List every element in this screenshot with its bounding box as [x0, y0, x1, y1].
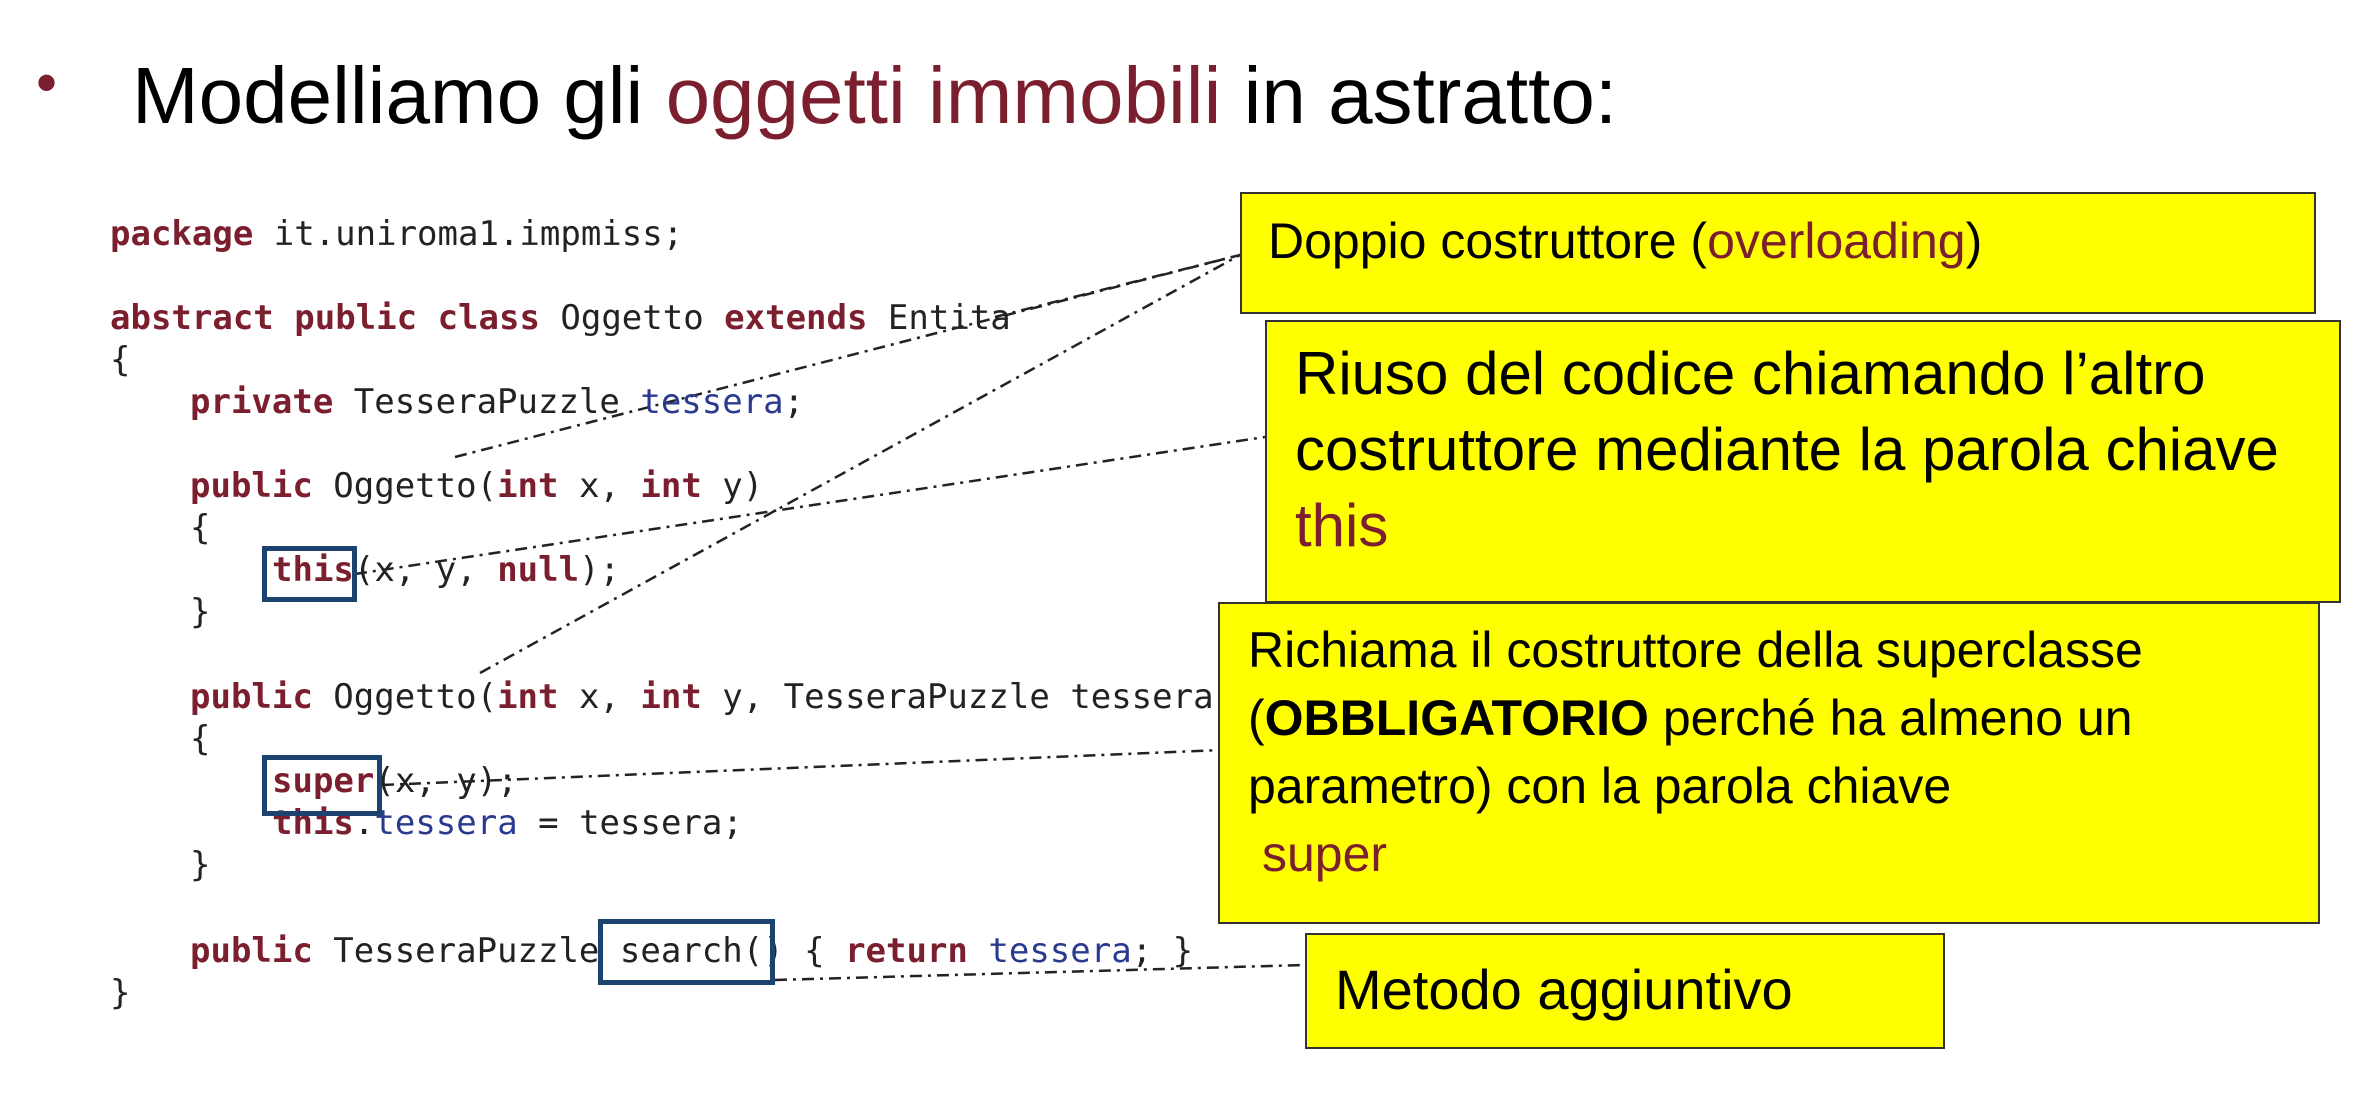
keyword-public: public [190, 931, 313, 971]
note-super-keyword: super [1262, 826, 1388, 882]
note-super-text: Richiama il costruttore della superclass… [1248, 616, 2290, 820]
ctor-name: Oggetto( [312, 677, 498, 717]
method-name: search() [619, 931, 784, 971]
note-text: perché ha almeno un parametro) con la pa… [1248, 690, 2133, 814]
parent-class: Entita [867, 298, 1011, 338]
code-line-search: public TesseraPuzzle search() { return t… [190, 930, 1193, 972]
field-name: tessera [988, 931, 1132, 971]
code-line-package: package it.uniroma1.impmiss; [110, 213, 683, 255]
ctor-name: Oggetto( [312, 466, 498, 506]
highlight-search [598, 919, 775, 985]
field-name: tessera [374, 803, 518, 843]
line-super-to-note [381, 748, 1221, 787]
this-args: (x, y, [353, 550, 498, 590]
note-overloading: Doppio costruttore (overloading) [1240, 192, 2316, 314]
code-line-field: private TesseraPuzzle tessera; [190, 381, 804, 423]
line-search-to-note [774, 963, 1306, 982]
note-method: Metodo aggiuntivo [1305, 933, 1945, 1049]
param-rest: y, TesseraPuzzle tessera) [701, 677, 1235, 717]
semicolon: ; [783, 382, 805, 422]
param-x: x, [558, 466, 641, 506]
code-line-this-call: this(x, y, null); [272, 549, 620, 591]
class-name: Oggetto [539, 298, 725, 338]
keyword-public: public [294, 298, 418, 338]
keyword-private: private [190, 382, 334, 422]
line-ctor2-to-overloading [479, 253, 1241, 675]
code-brace-open: { [110, 340, 131, 380]
code-line-assign: this.tessera = tessera; [272, 802, 743, 844]
note-this-text: Riuso del codice chiamando l’altro costr… [1295, 340, 2279, 483]
assign-rest: = tessera; [517, 803, 743, 843]
code-brace-close: } [110, 973, 131, 1013]
slide-title: Modelliamo gli oggetti immobili in astra… [132, 52, 1617, 140]
space [968, 931, 988, 971]
param-y: y) [701, 466, 764, 506]
note-this: Riuso del codice chiamando l’altro costr… [1265, 320, 2341, 603]
keyword-this: this [272, 550, 354, 590]
code-brace-close: } [190, 845, 211, 885]
note-bold: OBBLIGATORIO [1264, 690, 1649, 746]
code-brace-open: { [190, 508, 211, 548]
code-line-ctor2: public Oggetto(int x, int y, TesseraPuzz… [190, 676, 1234, 718]
note-method-text: Metodo aggiuntivo [1335, 958, 1793, 1021]
note-text: ) [1965, 213, 1983, 269]
note-overloading-text: Doppio costruttore (overloading) [1268, 212, 2288, 270]
keyword-null: null [497, 550, 580, 590]
keyword-return: return [845, 931, 968, 971]
title-post: in astratto: [1221, 51, 1618, 140]
this-close: ); [579, 550, 621, 590]
keyword-this: this [272, 803, 354, 843]
keyword-package: package [110, 214, 254, 254]
line-ctor1-to-overloading [454, 253, 1241, 459]
keyword-int: int [497, 677, 559, 717]
return-type: TesseraPuzzle [312, 931, 620, 971]
note-super: Richiama il costruttore della superclass… [1218, 602, 2320, 924]
note-text: Doppio costruttore ( [1268, 213, 1708, 269]
note-this-keyword: this [1295, 492, 1389, 559]
param-x: x, [558, 677, 641, 717]
keyword-public: public [190, 466, 313, 506]
keyword-abstract: abstract [110, 298, 274, 338]
highlight-this [262, 546, 357, 602]
line-this-to-note [354, 435, 1266, 576]
field-type: TesseraPuzzle [333, 382, 641, 422]
code-brace-open: { [190, 719, 211, 759]
field-name: tessera [640, 382, 784, 422]
code-brace-close: } [190, 592, 211, 632]
keyword-class: class [437, 298, 540, 338]
super-args: (x, y); [374, 761, 518, 801]
package-name: it.uniroma1.impmiss; [253, 214, 684, 254]
method-open: { [783, 931, 846, 971]
title-pre: Modelliamo gli [132, 51, 666, 140]
bullet-marker: • [36, 49, 58, 116]
code-line-super-call: super(x, y); [272, 760, 518, 802]
code-line-class: abstract public class Oggetto extends En… [110, 297, 1011, 339]
title-highlight: oggetti immobili [665, 51, 1222, 140]
keyword-extends: extends [724, 298, 868, 338]
keyword-super: super [272, 761, 375, 801]
highlight-super [262, 755, 382, 816]
keyword-int: int [640, 677, 702, 717]
keyword-public: public [190, 677, 313, 717]
keyword-int: int [497, 466, 559, 506]
method-close: ; } [1131, 931, 1194, 971]
keyword-int: int [640, 466, 702, 506]
note-highlight: overloading [1707, 213, 1966, 269]
code-line-ctor1: public Oggetto(int x, int y) [190, 465, 763, 507]
note-text: Richiama il costruttore della superclass… [1248, 622, 2143, 746]
